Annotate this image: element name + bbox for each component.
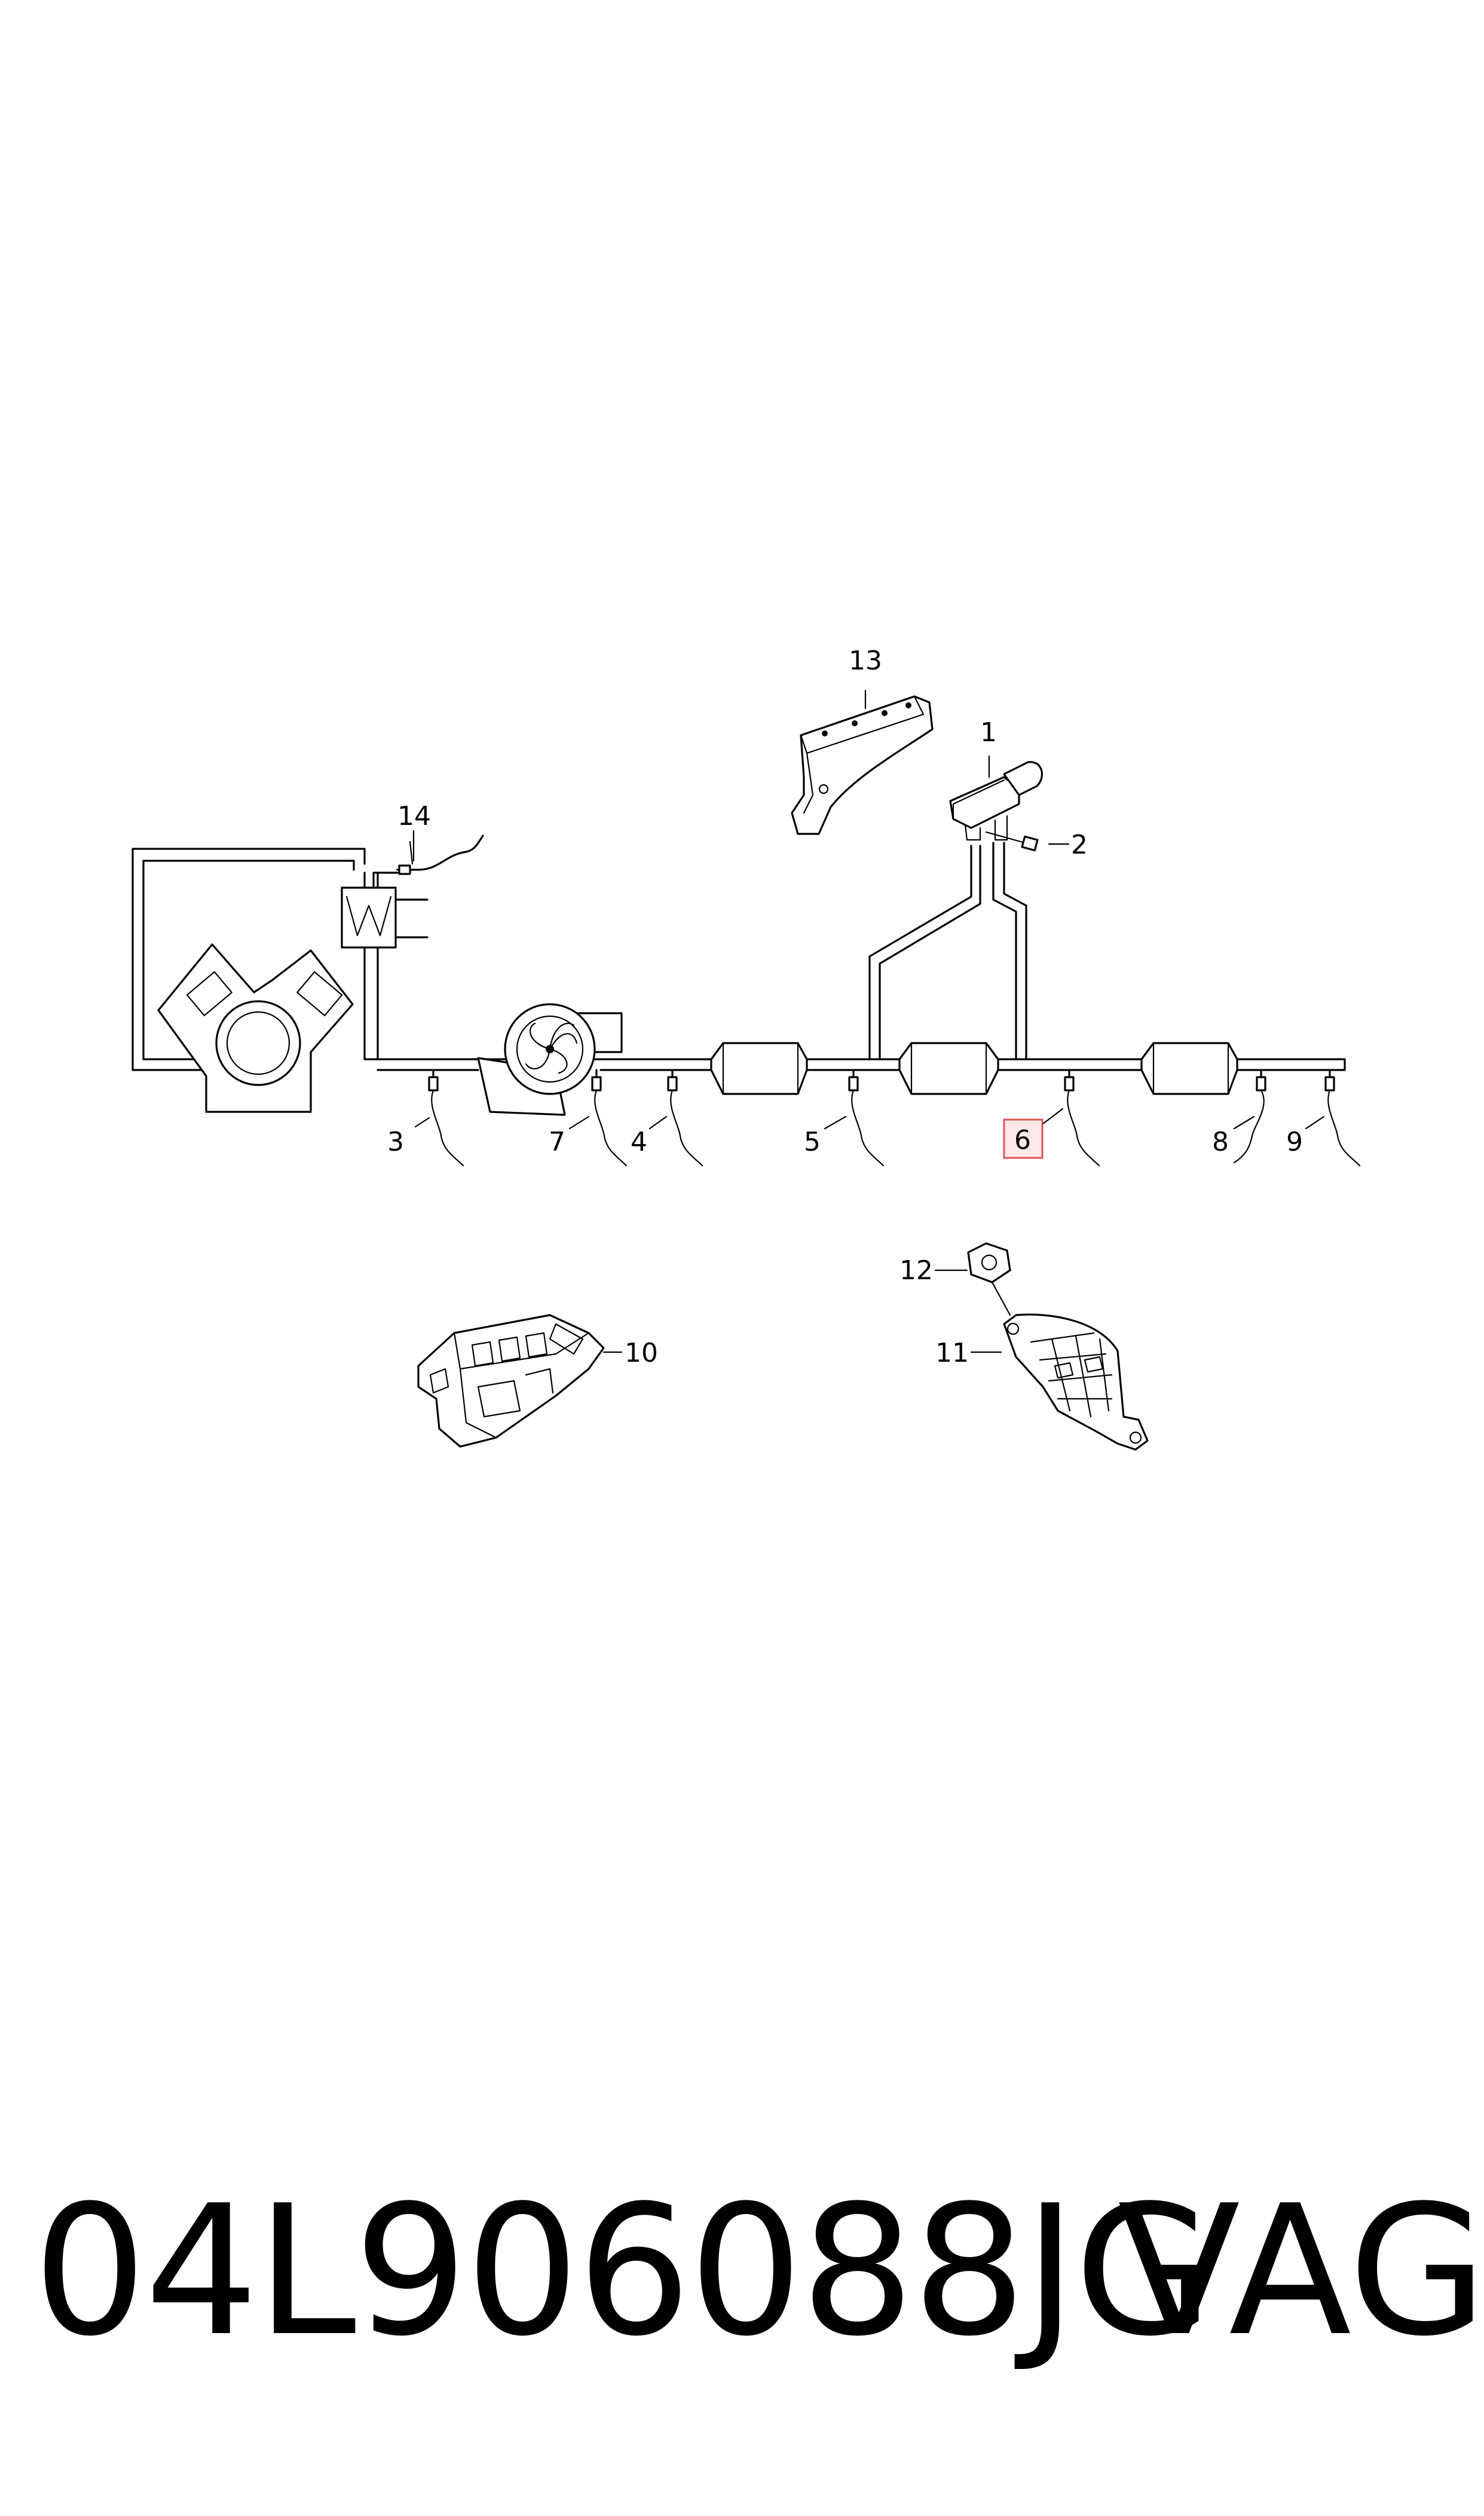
callouts: 13 1 2 14 3 7 4 5 6 8 9 10 12 11	[387, 646, 1303, 1368]
callout-10: 10	[625, 1338, 658, 1368]
catalytic-converter-2	[898, 1042, 999, 1095]
sensor-9	[1324, 1069, 1361, 1167]
callout-6-highlight	[1003, 1118, 1044, 1159]
callout-11: 11	[935, 1338, 969, 1368]
engine-block-illustration	[131, 848, 379, 1113]
sensor-4	[667, 1069, 703, 1167]
callout-5: 5	[804, 1127, 821, 1157]
heater-element-illustration	[341, 834, 484, 949]
catalytic-converter-1	[710, 1042, 808, 1095]
callout-1: 1	[980, 717, 997, 748]
callout-2: 2	[1071, 830, 1088, 860]
catalytic-converter-3	[1140, 1042, 1238, 1095]
sensor-5	[848, 1069, 885, 1167]
part-number: 04L906088JG	[33, 2167, 1213, 2376]
sensor-3	[428, 1069, 464, 1167]
callout-14: 14	[397, 801, 431, 831]
sensor-8	[1233, 1069, 1266, 1164]
callout-12: 12	[899, 1255, 933, 1286]
parts-diagram: 13 1 2 14 3 7 4 5 6 8 9 10 12 11	[131, 646, 1361, 1451]
bracket-illustration	[967, 1242, 1149, 1451]
turbocharger-illustration	[477, 1003, 623, 1116]
control-unit-illustration	[417, 1314, 623, 1448]
callout-6: 6	[1014, 1125, 1031, 1155]
pressure-sensor-illustration	[949, 761, 1043, 852]
callout-8: 8	[1212, 1127, 1229, 1157]
callout-3: 3	[387, 1127, 404, 1157]
part-footer: 04L906088JG VAG	[0, 2164, 1484, 2379]
sensor-6	[1064, 1069, 1100, 1167]
callout-4: 4	[631, 1127, 647, 1157]
callout-13: 13	[849, 646, 882, 676]
pressure-sensor-lines	[868, 842, 1027, 1060]
heat-shield-bracket-illustration	[791, 695, 934, 835]
brand-name: VAG	[1118, 2167, 1484, 2376]
callout-9: 9	[1286, 1127, 1303, 1157]
leader-lines	[412, 689, 1325, 1353]
sensor-7	[591, 1069, 628, 1167]
callout-7: 7	[549, 1127, 565, 1157]
